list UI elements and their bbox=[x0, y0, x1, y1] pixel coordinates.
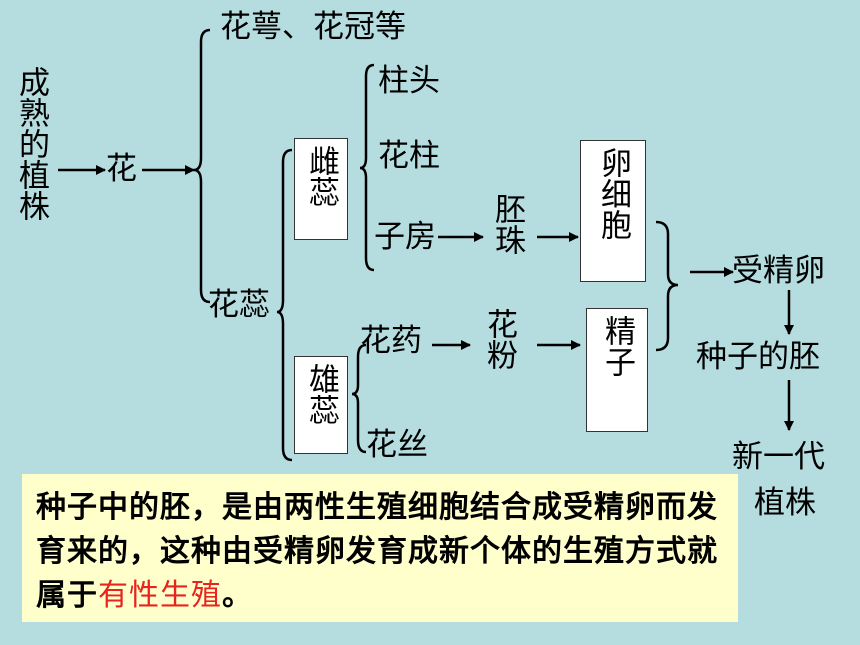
label-sperm: 精子 bbox=[599, 315, 635, 377]
box-egg-cell: 卵细胞 bbox=[580, 140, 646, 282]
label-stamen-pistil: 花蕊 bbox=[208, 287, 270, 323]
box-sperm: 精子 bbox=[586, 308, 648, 432]
box-stamen: 雄蕊 bbox=[294, 356, 348, 454]
note-end: 。 bbox=[222, 578, 253, 613]
label-pollen: 花粉 bbox=[481, 308, 517, 370]
brace-stamen bbox=[351, 343, 367, 454]
box-pistil: 雌蕊 bbox=[294, 138, 348, 240]
brace-stamen-pistil bbox=[276, 148, 293, 462]
label-plant: 成熟的植株 bbox=[13, 66, 49, 221]
label-zygote: 受精卵 bbox=[732, 253, 825, 289]
brace-fertilization bbox=[655, 220, 679, 352]
label-new-generation: 新一代 bbox=[732, 439, 825, 475]
note-highlight: 有性生殖 bbox=[98, 578, 222, 613]
label-ovary: 子房 bbox=[374, 219, 436, 255]
label-egg-cell: 卵细胞 bbox=[595, 147, 631, 240]
label-style: 花柱 bbox=[378, 138, 440, 174]
label-sepal-petal: 花萼、花冠等 bbox=[220, 9, 406, 45]
label-filament: 花丝 bbox=[366, 427, 428, 463]
label-anther: 花药 bbox=[360, 323, 422, 359]
label-pistil: 雌蕊 bbox=[303, 145, 339, 207]
brace-pistil bbox=[359, 63, 375, 272]
summary-note: 种子中的胚，是由两性生殖细胞结合成受精卵而发育来的，这种由受精卵发育成新个体的生… bbox=[22, 474, 738, 622]
label-stamen: 雄蕊 bbox=[303, 363, 339, 425]
label-embryo: 种子的胚 bbox=[696, 339, 820, 375]
label-flower: 花 bbox=[106, 151, 137, 187]
label-stigma: 柱头 bbox=[378, 63, 440, 99]
label-new-plant: 植株 bbox=[754, 485, 816, 521]
note-text: 种子中的胚，是由两性生殖细胞结合成受精卵而发育来的，这种由受精卵发育成新个体的生… bbox=[36, 490, 718, 613]
label-ovule: 胚珠 bbox=[489, 193, 525, 255]
brace-flower bbox=[193, 28, 211, 304]
